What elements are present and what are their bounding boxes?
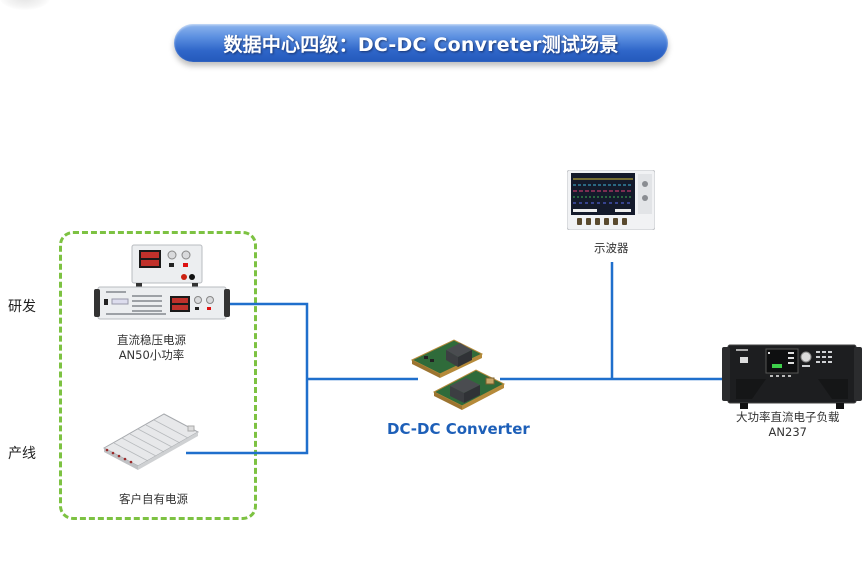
dc-power-supply-model: AN50小功率 bbox=[118, 348, 185, 362]
dc-power-supply-name: 直流稳压电源 bbox=[117, 333, 186, 347]
dcdc-board-icon bbox=[410, 339, 506, 410]
power-module-icon bbox=[102, 413, 200, 470]
dc-power-supply-caption: 直流稳压电源 AN50小功率 bbox=[117, 333, 186, 363]
electronic-load-icon bbox=[722, 344, 862, 409]
oscilloscope-name: 示波器 bbox=[594, 241, 629, 255]
customer-power-name: 客户自有电源 bbox=[119, 492, 188, 506]
oscilloscope-caption: 示波器 bbox=[594, 241, 629, 256]
label-production: 产线 bbox=[8, 446, 36, 462]
dc-power-supply-icon bbox=[94, 244, 230, 320]
electronic-load-name: 大功率直流电子负载 bbox=[736, 410, 840, 424]
oscilloscope-icon bbox=[567, 170, 655, 230]
electronic-load-caption: 大功率直流电子负载 AN237 bbox=[736, 410, 840, 440]
title-banner: 数据中心四级：DC-DC Convreter测试场景 bbox=[174, 24, 668, 62]
customer-power-caption: 客户自有电源 bbox=[119, 492, 188, 507]
source-group-box bbox=[59, 231, 257, 520]
wire-dc-supply bbox=[186, 302, 309, 455]
decorative-shadow bbox=[0, 0, 50, 10]
page-title: 数据中心四级：DC-DC Convreter测试场景 bbox=[223, 33, 619, 56]
dcdc-converter-label: DC-DC Converter bbox=[387, 420, 530, 438]
electronic-load-model: AN237 bbox=[768, 425, 807, 439]
label-rnd: 研发 bbox=[8, 299, 36, 315]
